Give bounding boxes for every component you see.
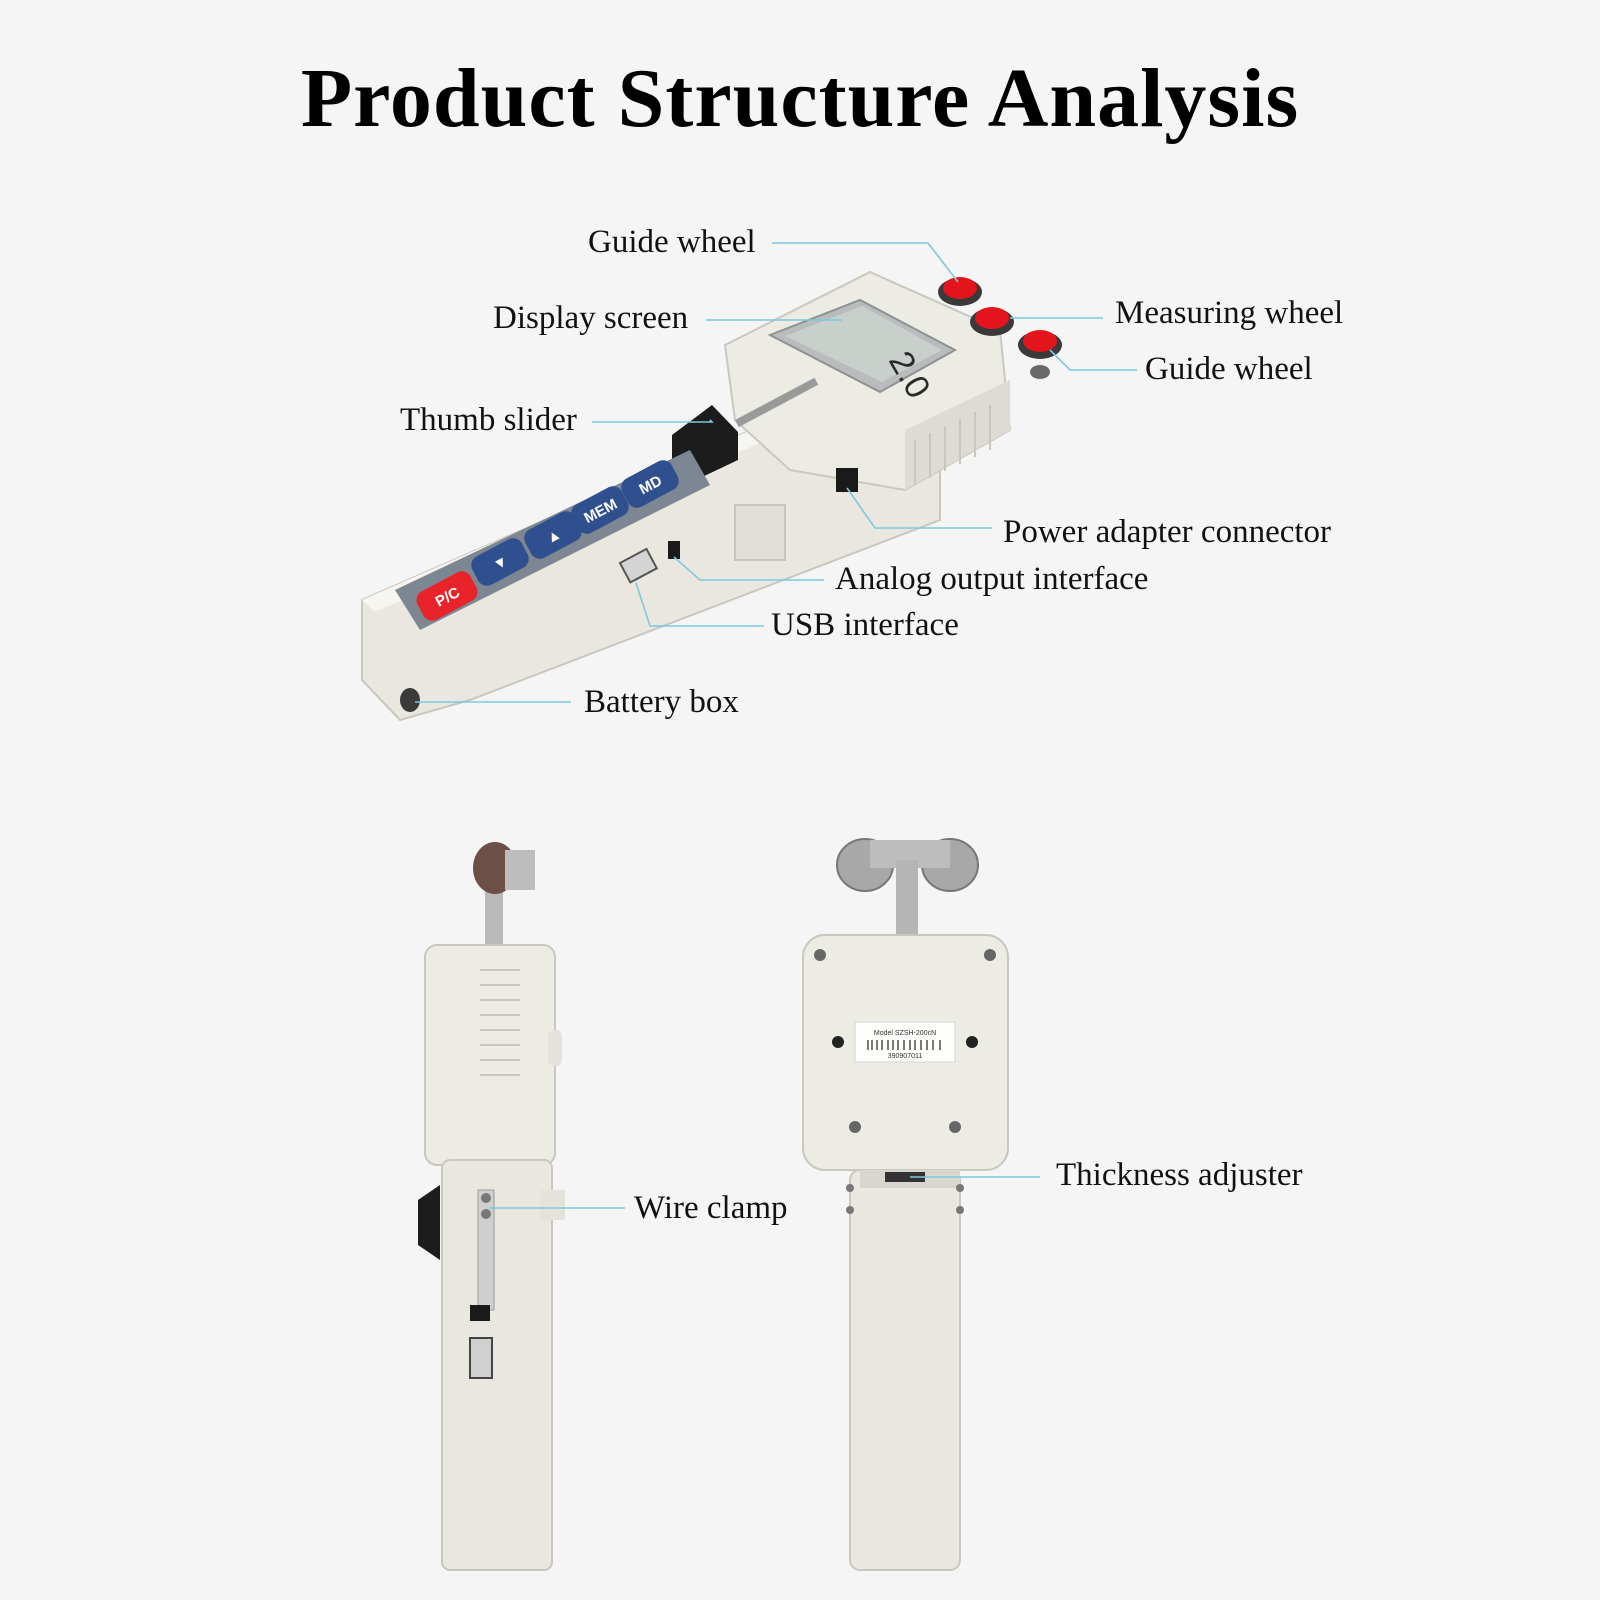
label-usb-interface: USB interface [771,607,959,643]
mem-button[interactable]: MEM [568,483,632,538]
label-wire-clamp: Wire clamp [634,1190,788,1226]
device-top-view: 2.0 P/C ▼ ▲ MEM MD [361,270,1062,722]
sticker-serial: 390907011 [888,1053,923,1060]
usb-port [618,547,659,584]
sticker-model: Model SZSH-200cN [874,1030,936,1037]
page-title: Product Structure Analysis [300,52,1300,145]
label-analog-output-interface: Analog output interface [835,561,1149,597]
power-port [836,468,858,492]
md-button[interactable]: MD [618,457,682,512]
down-button[interactable]: ▼ [468,535,532,590]
analog-port [668,541,680,559]
up-button[interactable]: ▲ [521,508,585,563]
battery-box [400,688,420,712]
thickness-adjuster [885,1172,925,1182]
svg-text:▼: ▼ [490,552,511,574]
label-battery-box: Battery box [584,684,739,720]
label-guide-wheel-right: Guide wheel [1145,351,1313,387]
label-display-screen: Display screen [493,300,689,336]
guide-wheel-top-icon [938,277,982,306]
pc-button[interactable]: P/C [413,568,481,624]
label-guide-wheel-top: Guide wheel [588,224,756,260]
label-thumb-slider: Thumb slider [400,402,577,438]
label-measuring-wheel: Measuring wheel [1115,295,1344,331]
device-side-view [418,842,565,1571]
label-power-adapter-connector: Power adapter connector [1003,514,1332,550]
measuring-wheel-icon [970,307,1014,336]
label-thickness-adjuster: Thickness adjuster [1056,1157,1303,1193]
device-back-view: Model SZSH-200cN 390907011 [802,838,1009,1571]
leader-lines-top [415,242,1137,703]
svg-text:▲: ▲ [543,525,564,547]
